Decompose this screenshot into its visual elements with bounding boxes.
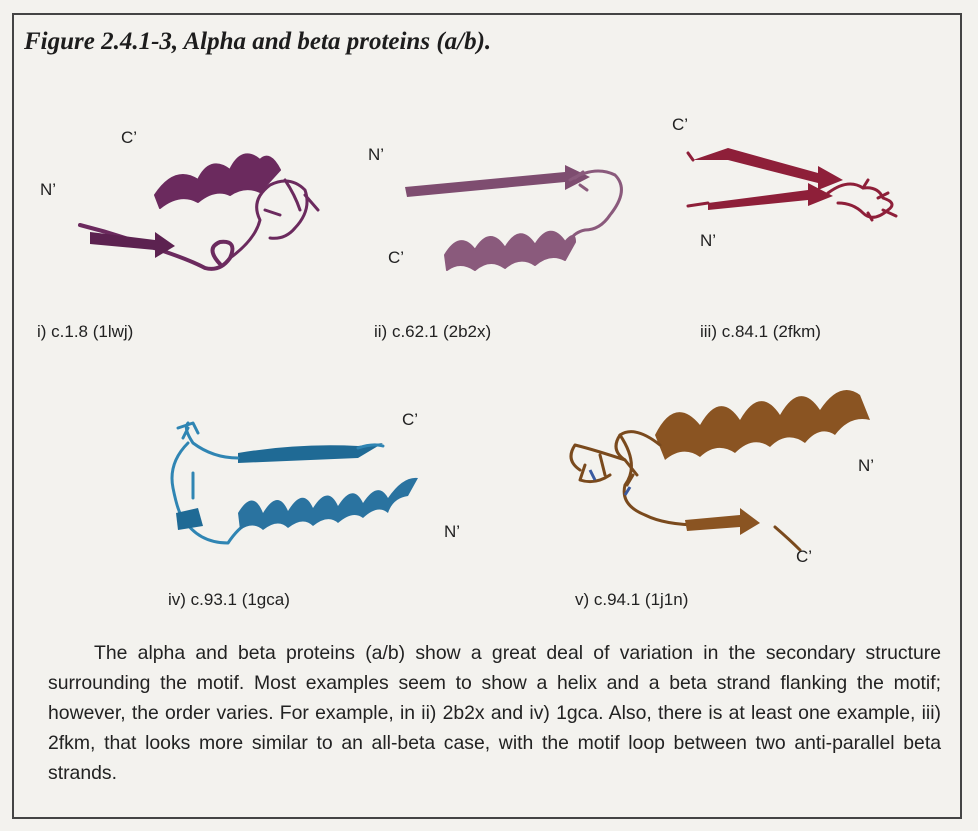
panel-caption: iii) c.84.1 (2fkm): [700, 322, 821, 342]
protein-structure-1lwj: [80, 140, 340, 290]
c-terminus-label: C’: [672, 115, 688, 135]
body-text: The alpha and beta proteins (a/b) show a…: [48, 642, 941, 784]
protein-structure-1j1n: [565, 375, 885, 550]
n-terminus-label: N’: [40, 180, 56, 200]
protein-structure-2fkm: [688, 148, 918, 228]
c-terminus-label: C’: [121, 128, 137, 148]
panel-caption: iv) c.93.1 (1gca): [168, 590, 290, 610]
n-terminus-label: N’: [858, 456, 874, 476]
protein-structure-1gca: [158, 418, 448, 558]
c-terminus-label: C’: [388, 248, 404, 268]
n-terminus-label: N’: [444, 522, 460, 542]
n-terminus-label: N’: [368, 145, 384, 165]
c-terminus-label: C’: [796, 547, 812, 567]
figure-title: Figure 2.4.1-3, Alpha and beta proteins …: [24, 28, 491, 56]
panel-caption: i) c.1.8 (1lwj): [37, 322, 133, 342]
body-paragraph: The alpha and beta proteins (a/b) show a…: [48, 638, 941, 788]
protein-structure-2b2x: [405, 160, 635, 275]
n-terminus-label: N’: [700, 231, 716, 251]
panel-caption: v) c.94.1 (1j1n): [575, 590, 688, 610]
panel-caption: ii) c.62.1 (2b2x): [374, 322, 491, 342]
c-terminus-label: C’: [402, 410, 418, 430]
